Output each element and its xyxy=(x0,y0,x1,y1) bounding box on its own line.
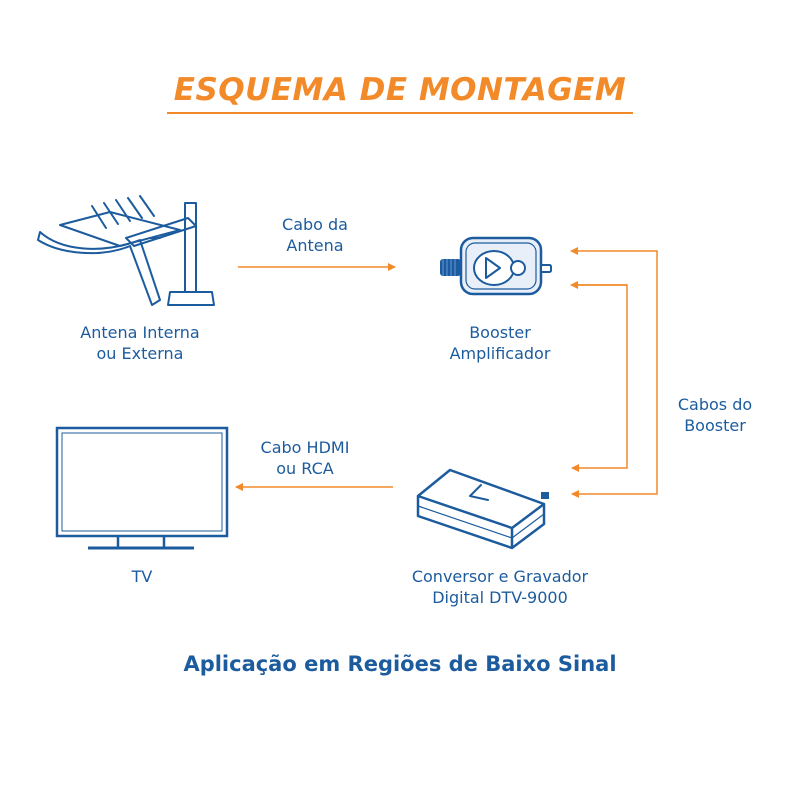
booster-cable-inner xyxy=(571,284,628,472)
antenna-label: Antena Interna ou Externa xyxy=(40,322,240,364)
hdmi-cable-label-line2: ou RCA xyxy=(276,459,334,478)
title-underline xyxy=(167,112,633,114)
converter-label-line1: Conversor e Gravador xyxy=(411,567,589,586)
booster-cable-label: Cabos do Booster xyxy=(655,394,775,436)
booster-label: Booster Amplificador xyxy=(400,322,600,364)
booster-cable-label-line2: Booster xyxy=(684,416,746,435)
booster-label-line2: Amplificador xyxy=(449,344,551,363)
tv-label: TV xyxy=(42,566,242,587)
footer-caption: Aplicação em Regiões de Baixo Sinal xyxy=(183,652,617,676)
antenna-cable-label: Cabo da Antena xyxy=(255,214,375,256)
tv-icon xyxy=(55,426,229,550)
converter-label-line2: Digital DTV-9000 xyxy=(432,588,568,607)
hdmi-cable-label-line1: Cabo HDMI xyxy=(260,438,350,457)
diagram-title: ESQUEMA DE MONTAGEM xyxy=(173,72,627,108)
converter-box-icon xyxy=(416,468,549,550)
antenna-cable-label-line2: Antena xyxy=(286,236,344,255)
hdmi-cable-label: Cabo HDMI ou RCA xyxy=(245,437,365,479)
antenna-cable-label-line1: Cabo da xyxy=(282,215,348,234)
booster-icon xyxy=(440,236,552,296)
antenna-icon xyxy=(37,195,215,306)
converter-label: Conversor e Gravador Digital DTV-9000 xyxy=(380,566,620,608)
antenna-label-line1: Antena Interna xyxy=(80,323,200,342)
booster-label-line1: Booster xyxy=(469,323,531,342)
booster-cable-outer xyxy=(571,250,658,498)
antenna-label-line2: ou Externa xyxy=(96,344,184,363)
tv-label-line1: TV xyxy=(131,567,153,586)
booster-cable-label-line1: Cabos do xyxy=(677,395,753,414)
